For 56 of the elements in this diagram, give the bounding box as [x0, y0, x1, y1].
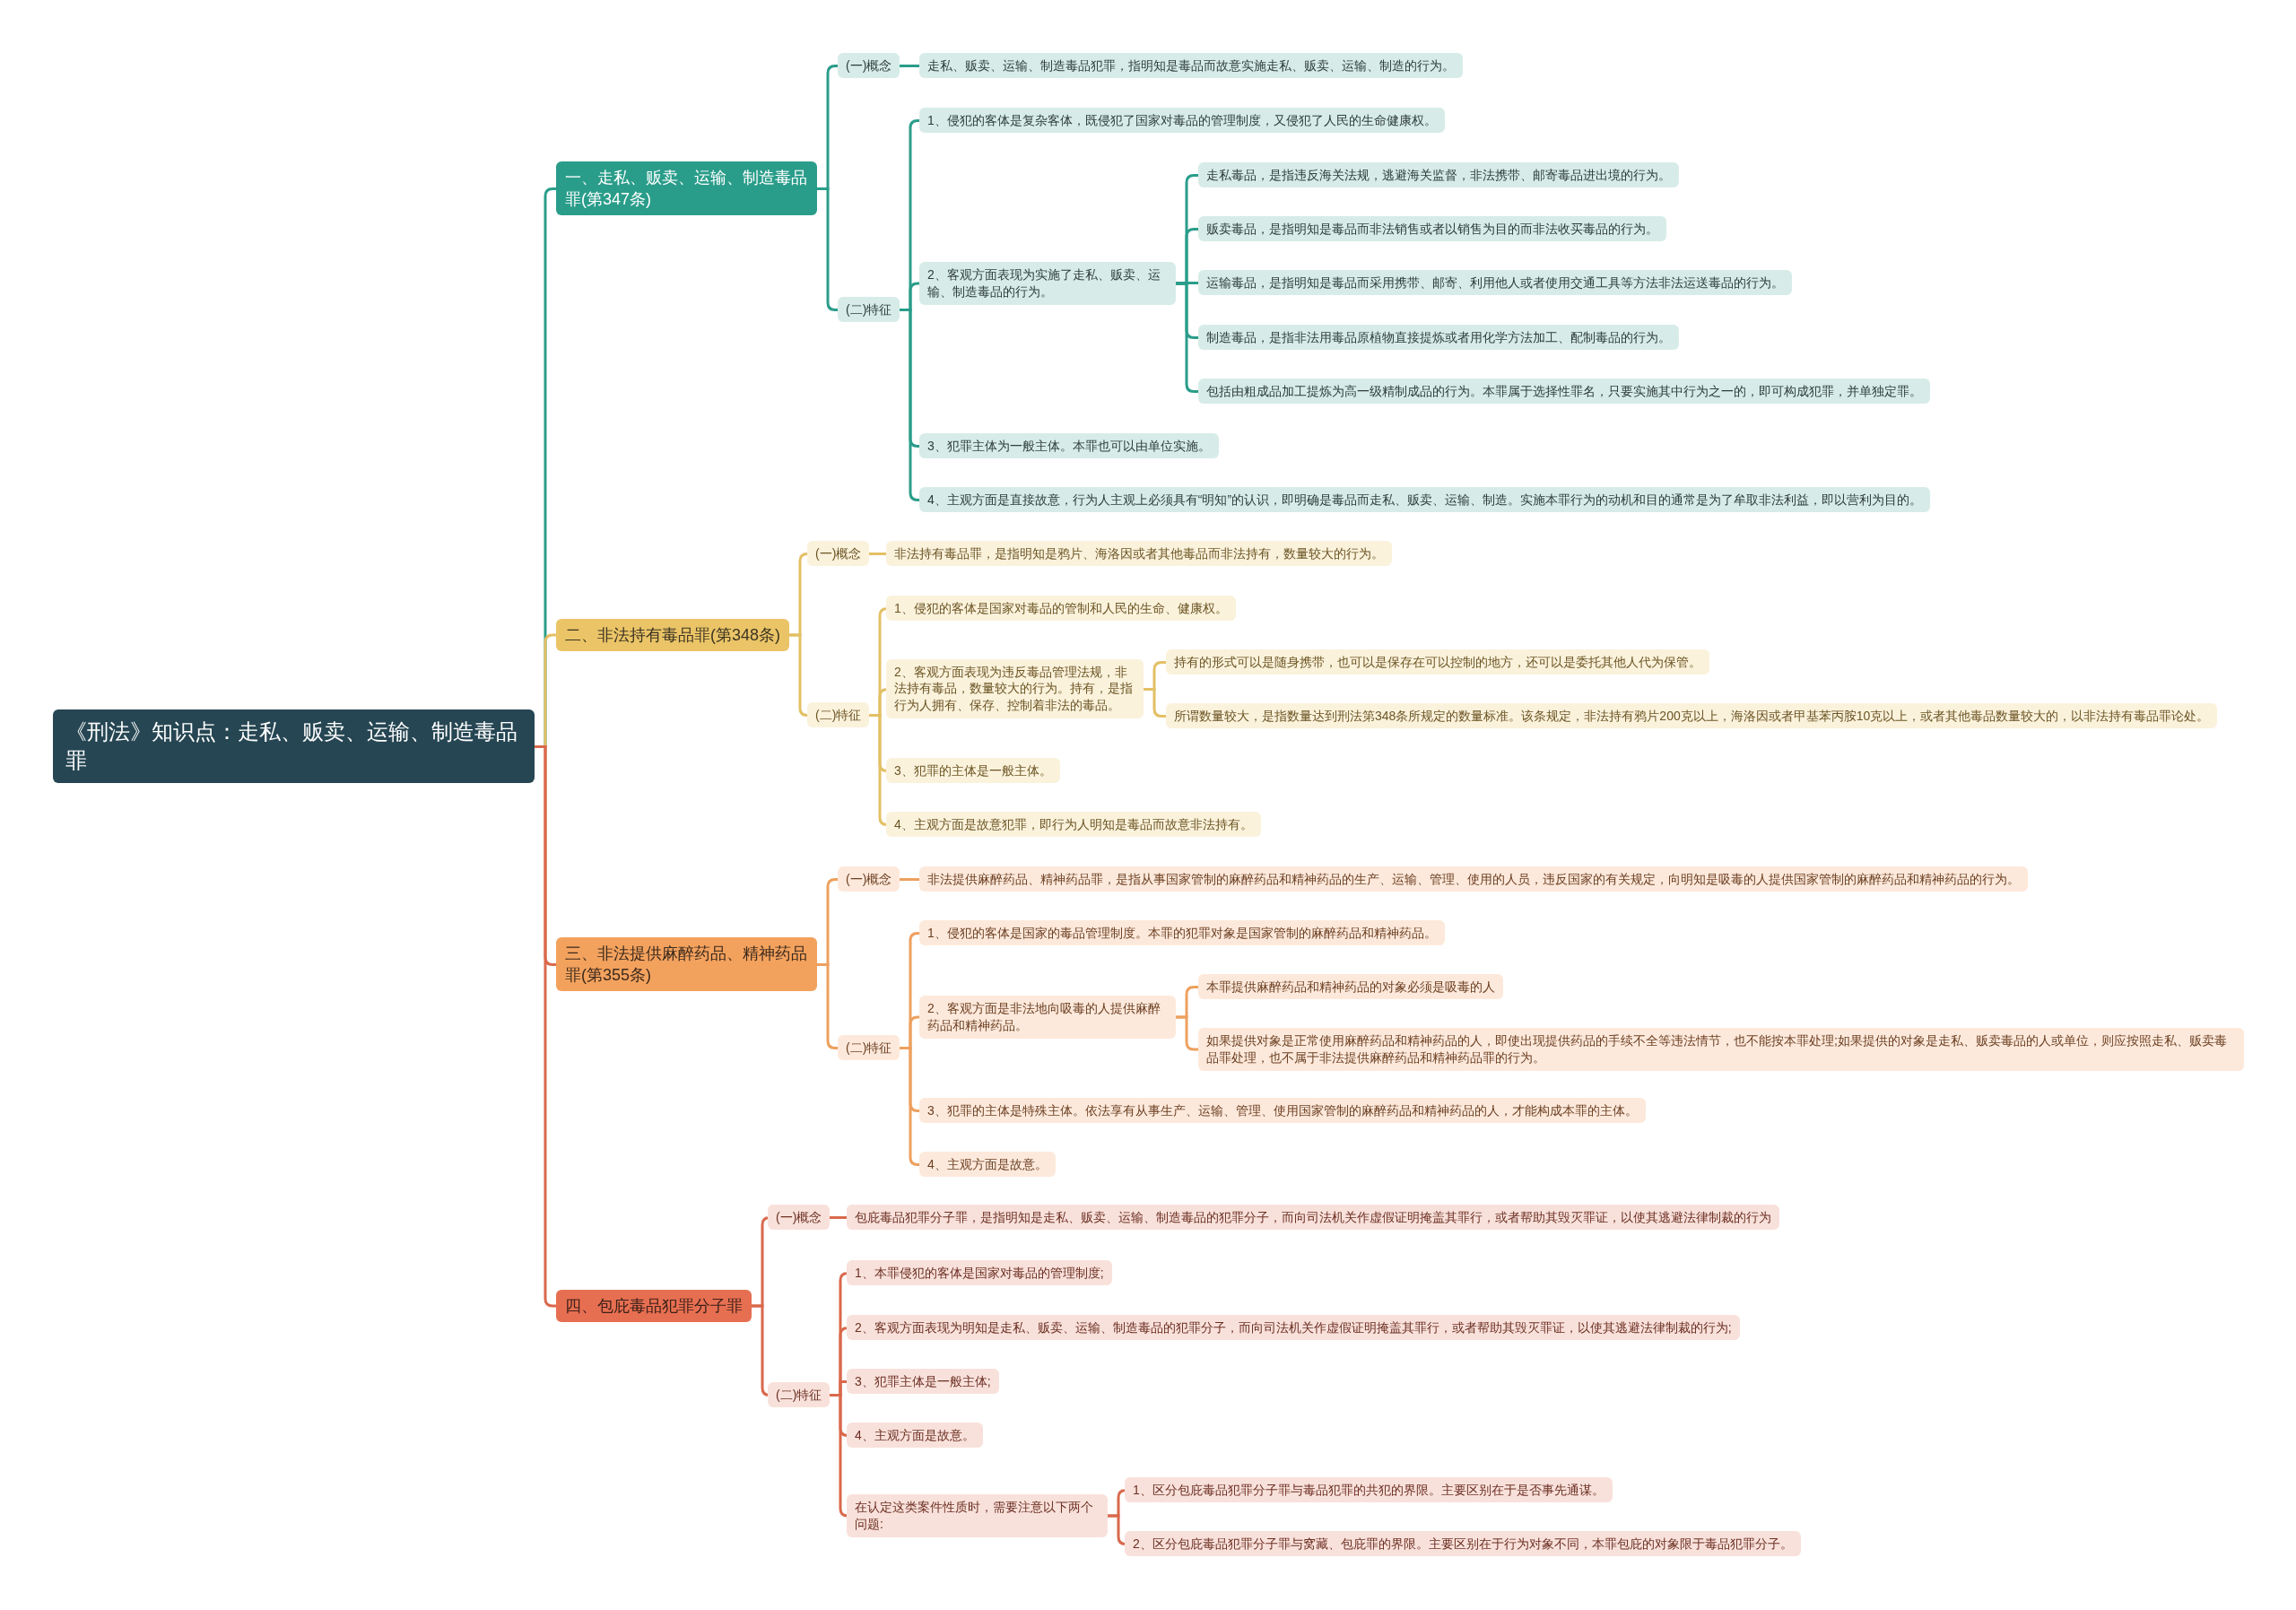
connector-line: [817, 187, 838, 311]
category-tag: (一)概念: [838, 52, 900, 79]
note-box: 4、主观方面是故意。: [919, 1151, 1056, 1178]
category-tag: (一)概念: [838, 866, 900, 892]
note-box: 3、犯罪的主体是特殊主体。依法享有从事生产、运输、管理、使用国家管制的麻醉药品和精神药品的人，才能构成本罪的主体。: [919, 1097, 1646, 1124]
connector-line: [789, 633, 809, 717]
note-box: 制造毒品，是指非法用毒品原植物直接提炼或者用化学方法加工、配制毒品的行为。: [1198, 324, 1679, 351]
note-box: 持有的形式可以是随身携带，也可以是保存在可以控制的地方，还可以是委托其他人代为保管。: [1166, 648, 1709, 675]
note-box: 走私毒品，是指违反海关法规，逃避海关监督，非法携带、邮寄毒品进出境的行为。: [1198, 161, 1679, 188]
category-tag: (二)特征: [838, 1034, 900, 1061]
note-box: 4、主观方面是直接故意，行为人主观上必须具有“明知”的认识，即明确是毒品而走私、贩卖、运输、制造。实施本罪行为的动机和目的通常是为了牟取非法利益，即以营利为目的。: [919, 486, 1931, 513]
category-tag: (一)概念: [807, 540, 870, 567]
note-box: 2、客观方面表现为违反毒品管理法规，非法持有毒品，数量较大的行为。持有，是指行为人拥有、保存、控制着非法的毒品。: [886, 658, 1144, 719]
connector-line: [900, 65, 919, 67]
note-box: 3、犯罪主体为一般主体。本罪也可以由单位实施。: [919, 432, 1219, 459]
category-tag: (二)特征: [838, 296, 900, 323]
branch-topic-box: 四、包庇毒品犯罪分子罪: [556, 1290, 752, 1323]
note-box: 非法提供麻醉药品、精神药品罪，是指从事国家管制的麻醉药品和精神药品的生产、运输、管理、使用的人员，违反国家的有关规定，向明知是吸毒的人提供国家管制的麻醉药品和精神药品的行为。: [919, 866, 2028, 892]
branch-topic-box: 一、走私、贩卖、运输、制造毒品罪(第347条): [556, 161, 817, 216]
connector-line: [830, 1216, 847, 1219]
branch-topic-box: 三、非法提供麻醉药品、精神药品罪(第355条): [556, 936, 817, 992]
connector-line: [900, 1047, 920, 1166]
note-box: 本罪提供麻醉药品和精神药品的对象必须是吸毒的人: [1198, 973, 1503, 1000]
note-box: 1、区分包庇毒品犯罪分子罪与毒品犯罪的共犯的界限。主要区别在于是否事先通谋。: [1125, 1476, 1613, 1503]
note-box: 在认定这类案件性质时，需要注意以下两个问题:: [847, 1494, 1108, 1537]
note-box: 包庇毒品犯罪分子罪，是指明知是走私、贩卖、运输、制造毒品的犯罪分子，而向司法机关作虚假证明掩盖其罪行，或者帮助其毁灭罪证，以使其逃避法律制裁的行为: [847, 1204, 1779, 1231]
note-box: 运输毒品，是指明知是毒品而采用携带、邮寄、利用他人或者使用交通工具等方法非法运送毒品的行为。: [1198, 269, 1792, 296]
note-box: 贩卖毒品，是指明知是毒品而非法销售或者以销售为目的而非法收买毒品的行为。: [1198, 215, 1666, 242]
note-box: 2、客观方面表现为实施了走私、贩卖、运输、制造毒品的行为。: [919, 262, 1176, 305]
note-box: 1、侵犯的客体是国家的毒品管理制度。本罪的犯罪对象是国家管制的麻醉药品和精神药品。: [919, 919, 1445, 946]
note-box: 3、犯罪的主体是一般主体。: [886, 757, 1060, 784]
note-box: 4、主观方面是故意。: [847, 1422, 983, 1449]
note-box: 1、侵犯的客体是复杂客体，既侵犯了国家对毒品的管理制度，又侵犯了人民的生命健康权。: [919, 107, 1445, 134]
category-tag: (二)特征: [768, 1381, 831, 1408]
connector-line: [869, 553, 886, 555]
connector-line: [1176, 1015, 1198, 1051]
note-box: 2、区分包庇毒品犯罪分子罪与窝藏、包庇罪的界限。主要区别在于行为对象不同，本罪包庇的对象限于毒品犯罪分子。: [1125, 1530, 1801, 1557]
note-box: 走私、贩卖、运输、制造毒品犯罪，指明知是毒品而故意实施走私、贩卖、运输、制造的行为。: [919, 52, 1463, 79]
connector-line: [1144, 688, 1166, 718]
connector-line: [900, 878, 919, 881]
category-tag: (二)特征: [807, 701, 870, 728]
note-box: 所谓数量较大，是指数量达到刑法第348条所规定的数量标准。该条规定，非法持有鸦片200克以上，海洛因或者甲基苯丙胺10克以上，或者其他毒品数量较大的，以非法持有毒品罪论处。: [1166, 702, 2218, 729]
note-box: 2、客观方面是非法地向吸毒的人提供麻醉药品和精神药品。: [919, 996, 1176, 1039]
note-box: 1、本罪侵犯的客体是国家对毒品的管理制度;: [847, 1259, 1112, 1286]
note-box: 如果提供对象是正常使用麻醉药品和精神药品的人，即使出现提供药品的手续不全等违法情节，也不能按本罪处理;如果提供的对象是走私、贩卖毒品的人或单位，则应按照走私、贩卖毒品罪处理，也不属于非法提供麻醉药品和精神药品罪的行为。: [1198, 1028, 2244, 1071]
note-box: 包括由粗成品加工提炼为高一级精制成品的行为。本罪属于选择性罪名，只要实施其中行为之一的，即可构成犯罪，并单独定罪。: [1198, 378, 1930, 405]
branch-topic-box: 二、非法持有毒品罪(第348条): [556, 619, 790, 652]
note-box: 2、客观方面表现为明知是走私、贩卖、运输、制造毒品的犯罪分子，而向司法机关作虚假证明掩盖其罪行，或者帮助其毁灭罪证，以使其逃避法律制裁的行为;: [847, 1314, 1740, 1341]
note-box: 3、犯罪主体是一般主体;: [847, 1368, 999, 1395]
connector-line: [817, 963, 838, 1049]
category-tag: (一)概念: [768, 1204, 831, 1231]
connector-line: [900, 309, 919, 501]
note-box: 1、侵犯的客体是国家对毒品的管制和人民的生命、健康权。: [886, 595, 1236, 622]
note-box: 4、主观方面是故意犯罪，即行为人明知是毒品而故意非法持有。: [886, 811, 1261, 838]
root-topic-box: 《刑法》知识点：走私、贩卖、运输、制造毒品罪: [53, 709, 535, 784]
note-box: 非法持有毒品罪，是指明知是鸦片、海洛因或者其他毒品而非法持有，数量较大的行为。: [886, 540, 1392, 567]
